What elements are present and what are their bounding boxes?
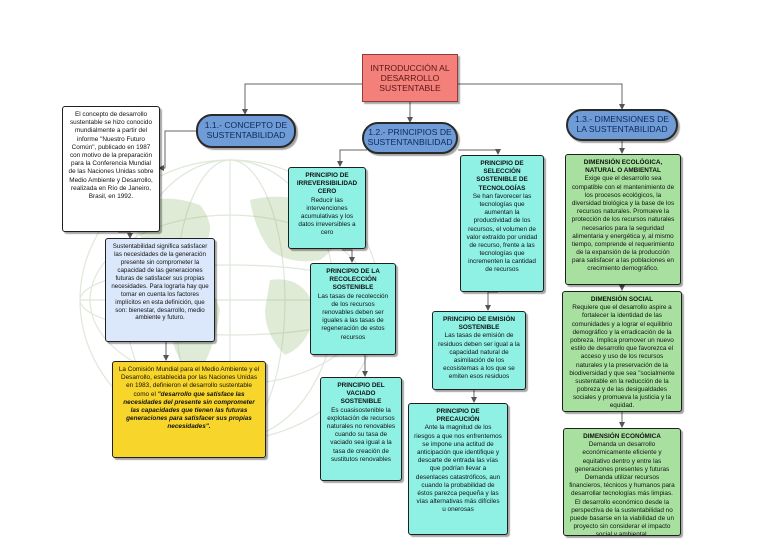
dimension-social-box: DIMENSIÓN SOCIAL Requiere que el desarro…	[562, 291, 682, 412]
dimension-social-text: Requiere que el desarrollo aspire a fort…	[569, 304, 675, 410]
principio-vaciado-box: PRINCIPIO DEL VACIADO SOSTENIBLE Es cuas…	[320, 377, 402, 481]
main-title-text: INTRODUCCIÓN AL DESARROLLO SUSTENTABLE	[370, 62, 450, 94]
principio-precaucion-title: PRINCIPIO DE PRECAUCIÓN	[436, 408, 480, 424]
dimension-ecologica-text: Exige que el desarrollo sea compatible c…	[571, 175, 675, 273]
concepto-comision-intro: La Comisión Mundial para el Medio Ambien…	[118, 366, 260, 398]
principio-irreversibilidad-box: PRINCIPIO DE IRREVERSIBILIDAD CERO Reduc…	[288, 167, 366, 249]
section-principios: 1.2.- PRINCIPIOS DE SUSTENTANBILIDAD	[362, 122, 458, 154]
dimension-economica-title: DIMENSIÓN ECONÓMICA	[583, 433, 661, 440]
dimension-economica-box: DIMENSIÓN ECONÓMICA Demanda un desarroll…	[563, 428, 681, 536]
concepto-comision-box: La Comisión Mundial para el Medio Ambien…	[112, 361, 266, 458]
concepto-comision-quote: "desarrollo que satisface las necesidade…	[123, 390, 255, 431]
dimension-ecologica-box: DIMENSIÓN ECOLÓGICA, NATURAL O AMBIENTAL…	[565, 154, 681, 285]
concepto-significado-text: Sustentabilidad significa satisfacer las…	[111, 243, 209, 322]
principio-recoleccion-title: PRINCIPIO DE LA RECOLECCIÓN SOSTENIBLE	[326, 268, 380, 292]
main-title: INTRODUCCIÓN AL DESARROLLO SUSTENTABLE	[362, 54, 458, 102]
principio-recoleccion-text: Las tasas de recolección de los recursos…	[317, 292, 389, 341]
principio-vaciado-title: PRINCIPIO DEL VACIADO SOSTENIBLE	[337, 382, 385, 406]
principio-seleccion-box: PRINCIPIO DE SELECCIÓN SOSTENIBLE DE TEC…	[460, 155, 544, 292]
principio-recoleccion-box: PRINCIPIO DE LA RECOLECCIÓN SOSTENIBLE L…	[310, 263, 396, 355]
principio-emision-title: PRINCIPIO DE EMISIÓN SOSTENIBLE	[442, 316, 516, 332]
dimension-ecologica-title: DIMENSIÓN ECOLÓGICA, NATURAL O AMBIENTAL	[583, 159, 663, 175]
principio-emision-box: PRINCIPIO DE EMISIÓN SOSTENIBLE Las tasa…	[432, 311, 526, 390]
section-concepto-label: 1.1.- CONCEPTO DE SUSTENTABILIDAD	[204, 120, 288, 140]
section-principios-label: 1.2.- PRINCIPIOS DE SUSTENTANBILIDAD	[367, 127, 453, 147]
concepto-definicion-text: El concepto de desarrollo sustentable se…	[68, 111, 154, 200]
section-dimensiones: 1.3.- DIMENSIONES DE LA SUSTENTABILIDAD	[566, 109, 678, 141]
principio-irreversibilidad-text: Reducir las intervenciones acumulativas …	[298, 196, 356, 237]
principio-precaucion-text: Ante la magnitud de los riesgos a que no…	[414, 424, 502, 514]
dimension-economica-text: Demanda un desarrollo económicamente efi…	[569, 441, 675, 536]
principio-emision-text: Las tasas de emisión de residuos deben s…	[438, 332, 520, 381]
section-concepto: 1.1.- CONCEPTO DE SUSTENTABILIDAD	[196, 114, 296, 148]
principio-vaciado-text: Es cuasisostenible la explotación de rec…	[326, 406, 396, 463]
principio-seleccion-title: PRINCIPIO DE SELECCIÓN SOSTENIBLE DE TEC…	[476, 160, 528, 192]
principio-precaucion-box: PRINCIPIO DE PRECAUCIÓN Ante la magnitud…	[408, 403, 508, 535]
principio-irreversibilidad-title: PRINCIPIO DE IRREVERSIBILIDAD CERO	[296, 172, 358, 196]
section-dimensiones-label: 1.3.- DIMENSIONES DE LA SUSTENTABILIDAD	[574, 114, 670, 134]
concepto-definicion-box: El concepto de desarrollo sustentable se…	[62, 106, 160, 232]
principio-seleccion-text: Se han favorecer las tecnologías que aum…	[466, 192, 538, 274]
concepto-significado-box: Sustentabilidad significa satisfacer las…	[105, 238, 215, 342]
dimension-social-title: DIMENSIÓN SOCIAL	[590, 296, 654, 303]
